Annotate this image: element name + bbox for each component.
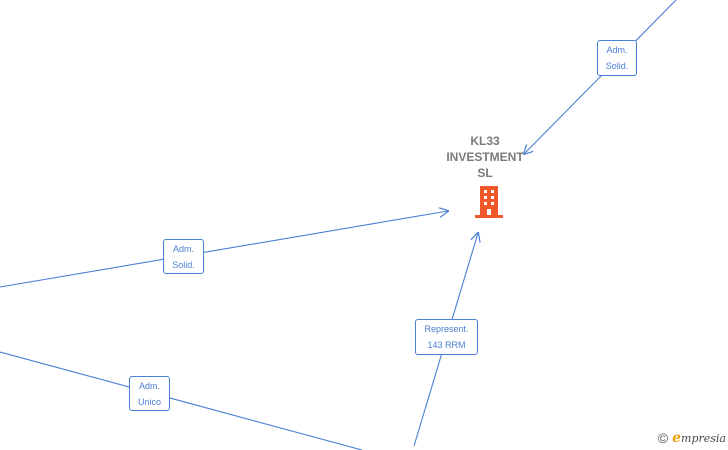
footer-brand: © empresia (658, 430, 726, 446)
edge-line-left-lower[interactable] (0, 351, 363, 450)
company-node-name[interactable]: KL33 INVESTMENT SL (433, 133, 537, 181)
brand-logo[interactable]: empresia (672, 430, 726, 446)
edge-label-line-1: Adm. (172, 244, 194, 254)
edge-line-top-right[interactable] (524, 0, 677, 154)
edge-label-line-1: Represent. (424, 324, 469, 334)
company-name-line-1: KL33 (470, 134, 500, 148)
edge-label-line-2: 143 RRM (427, 340, 466, 350)
edge-label-represent[interactable]: Represent. 143 RRM (415, 319, 478, 355)
edge-label-line-2: Solid. (172, 260, 195, 270)
company-name-line-2: INVESTMENT (446, 150, 524, 164)
edge-label-line-2: Solid. (605, 61, 629, 71)
brand-initial: e (672, 430, 682, 446)
edge-label-adm-solid-top[interactable]: Adm. Solid. (597, 40, 637, 76)
edge-label-line-2: Unico (137, 397, 161, 407)
building-icon[interactable] (474, 185, 504, 219)
edge-line-left-upper[interactable] (0, 211, 448, 288)
edge-label-adm-unico[interactable]: Adm. Unico (129, 376, 170, 411)
edge-label-adm-solid-left[interactable]: Adm. Solid. (163, 239, 204, 274)
edge-label-line-1: Adm. (606, 45, 628, 55)
company-name-line-3: SL (477, 166, 493, 180)
copyright-icon: © (657, 430, 669, 446)
edge-label-line-1: Adm. (138, 381, 160, 391)
brand-name: mpresia (681, 432, 726, 445)
